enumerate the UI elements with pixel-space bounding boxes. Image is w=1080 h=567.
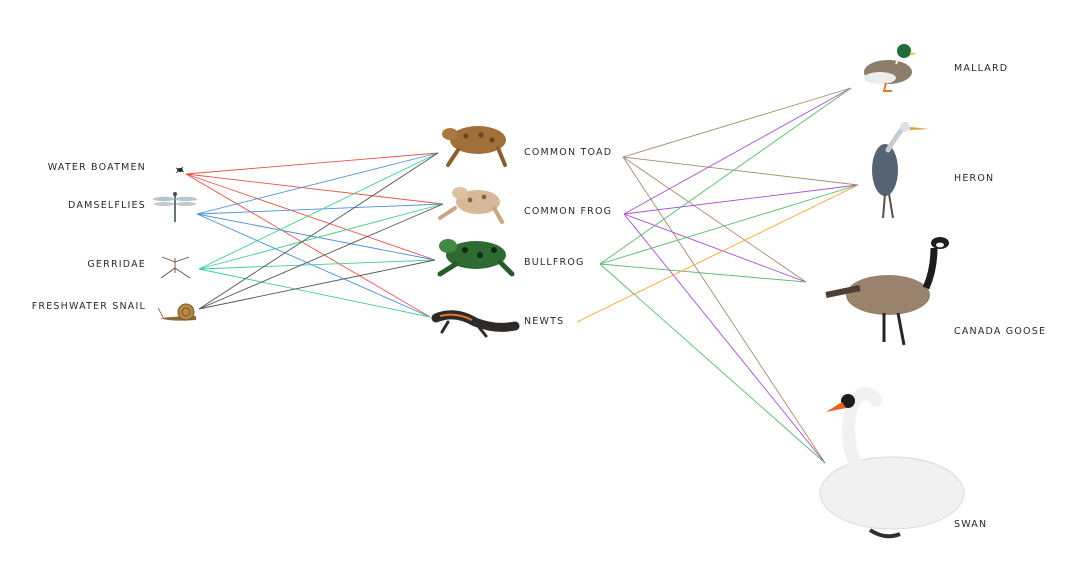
link-bullfrog-to-heron (600, 185, 858, 264)
canada-goose-icon (826, 237, 949, 345)
link-water-boatmen-to-common-frog (186, 174, 443, 204)
link-damselflies-to-newts (197, 214, 430, 317)
bird-label-mallard: MALLARD (954, 63, 1008, 74)
link-gerridae-to-newts (199, 269, 430, 317)
link-freshwater-snail-to-common-frog (199, 204, 443, 309)
bullfrog-icon (439, 239, 512, 274)
snail-icon (158, 304, 196, 321)
link-gerridae-to-common-frog (199, 204, 443, 269)
link-newts-to-heron (577, 185, 858, 322)
link-damselflies-to-common-toad (197, 153, 438, 214)
prey-label-damselflies: DAMSELFLIES (20, 200, 146, 211)
damselfly-icon (153, 192, 197, 222)
swan-icon (820, 394, 964, 537)
frog-icon (440, 187, 502, 222)
prey-label-gerridae: GERRIDAE (20, 259, 146, 270)
heron-icon (872, 122, 930, 218)
amphibian-label-newts: NEWTS (524, 316, 564, 327)
link-common-toad-to-mallard (623, 88, 851, 157)
link-common-frog-to-heron (624, 185, 858, 214)
newt-icon (436, 315, 515, 336)
water-boatman-icon (176, 167, 184, 173)
link-common-frog-to-mallard (624, 88, 851, 214)
link-common-toad-to-swan (623, 157, 825, 463)
bird-label-canada-goose: CANADA GOOSE (954, 326, 1046, 337)
amphibian-label-bullfrog: BULLFROG (524, 257, 585, 268)
prey-label-freshwater-snail: FRESHWATER SNAIL (20, 301, 146, 312)
water-strider-icon (161, 257, 190, 278)
prey-label-water-boatmen: WATER BOATMEN (20, 162, 146, 173)
link-bullfrog-to-mallard (600, 88, 851, 264)
bird-label-heron: HERON (954, 173, 994, 184)
amphibian-label-common-frog: COMMON FROG (524, 206, 612, 217)
mallard-duck-icon (864, 44, 917, 91)
bird-label-swan: SWAN (954, 519, 987, 530)
link-damselflies-to-common-frog (197, 204, 443, 214)
toad-icon (442, 126, 506, 165)
link-bullfrog-to-canada-goose (600, 264, 806, 282)
amphibian-label-common-toad: COMMON TOAD (524, 147, 612, 158)
food-web-links (186, 88, 858, 463)
